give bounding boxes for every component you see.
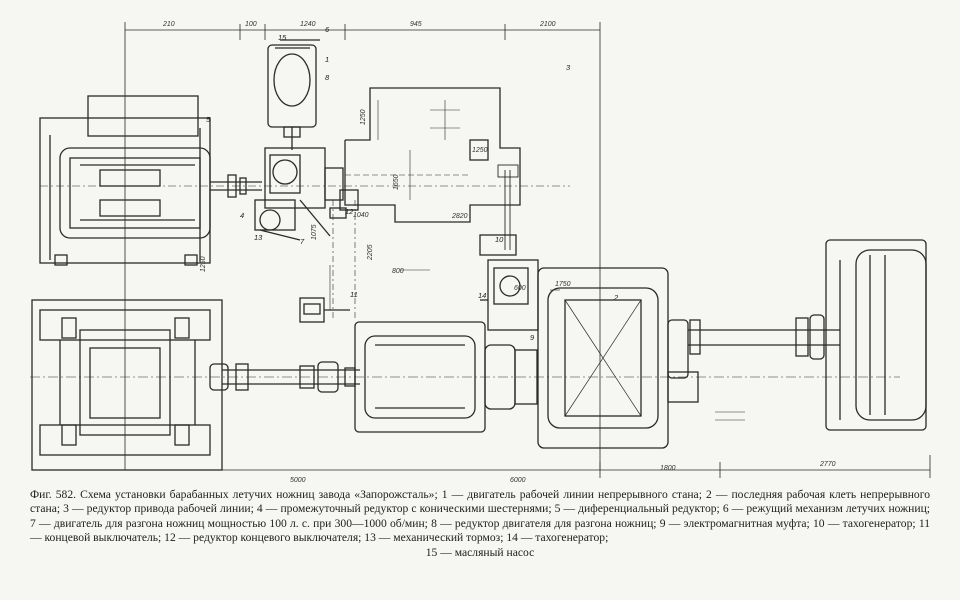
dim-misc-1: 1250 — [360, 109, 367, 125]
label-11: 11 — [350, 290, 358, 299]
dim-top-5: 2100 — [539, 21, 556, 28]
dim-misc-2: 1250 — [472, 147, 488, 154]
dim-top-3: 1240 — [300, 21, 316, 28]
misc-dimensions — [329, 265, 745, 421]
bottom-dimension-line — [125, 455, 931, 478]
dim-misc-7: 2205 — [367, 244, 374, 261]
label-9: 9 — [530, 333, 535, 342]
limit-switch — [299, 234, 517, 323]
dim-bottom-2: 6000 — [510, 477, 526, 484]
label-14: 14 — [478, 291, 486, 300]
upper-shaft — [40, 174, 570, 198]
dim-bottom-4: 2770 — [819, 461, 836, 468]
label-2: 2 — [613, 293, 619, 302]
lower-shaft — [30, 361, 900, 393]
oil-pump — [267, 39, 320, 150]
dim-misc-9: 1040 — [353, 212, 369, 219]
label-15: 15 — [278, 33, 287, 42]
dim-bottom-1: 5000 — [290, 477, 306, 484]
dim-misc-8: 1250 — [200, 256, 207, 272]
caption-last-line: 15 — масляный насос — [425, 545, 535, 559]
dim-top-2: 100 — [245, 21, 257, 28]
dim-misc-3: 1650 — [393, 174, 400, 190]
dim-misc-10: 600 — [514, 285, 526, 292]
top-dimension-line — [124, 22, 601, 470]
label-1: 1 — [325, 55, 329, 64]
label-6: 6 — [325, 25, 330, 34]
dim-top-4: 945 — [410, 21, 422, 28]
brake-tacho — [480, 259, 539, 331]
right-gearbox — [825, 239, 927, 431]
label-8: 8 — [325, 73, 330, 82]
dim-bottom-3: 1800 — [660, 465, 676, 472]
main-motor — [537, 267, 699, 449]
acceleration-motor — [354, 321, 538, 433]
caption-text: Фиг. 582. Схема установки барабанных лет… — [30, 488, 930, 545]
label-13: 13 — [254, 233, 263, 242]
technical-drawing: 210 100 1240 945 2100 5000 6000 1800 277… — [30, 21, 931, 484]
vertical-shafts — [332, 164, 519, 320]
upper-stand — [39, 95, 211, 266]
dim-misc-5: 1075 — [311, 224, 318, 240]
right-shaft — [688, 314, 840, 360]
label-3: 3 — [566, 63, 571, 72]
label-12: 12 — [345, 207, 354, 216]
dim-misc-11: 1750 — [555, 281, 571, 288]
dim-top-1: 210 — [162, 21, 175, 28]
label-4: 4 — [240, 211, 244, 220]
label-5: 5 — [206, 115, 211, 124]
label-7: 7 — [300, 237, 305, 246]
figure-caption: Фиг. 582. Схема установки барабанных лет… — [30, 488, 930, 560]
cutting-mechanism — [254, 147, 359, 241]
dim-misc-6: 800 — [392, 268, 404, 275]
dim-misc-4: 2820 — [451, 213, 468, 220]
label-10: 10 — [495, 235, 504, 244]
lower-stand — [31, 299, 223, 471]
main-reducer-housing — [344, 87, 521, 223]
